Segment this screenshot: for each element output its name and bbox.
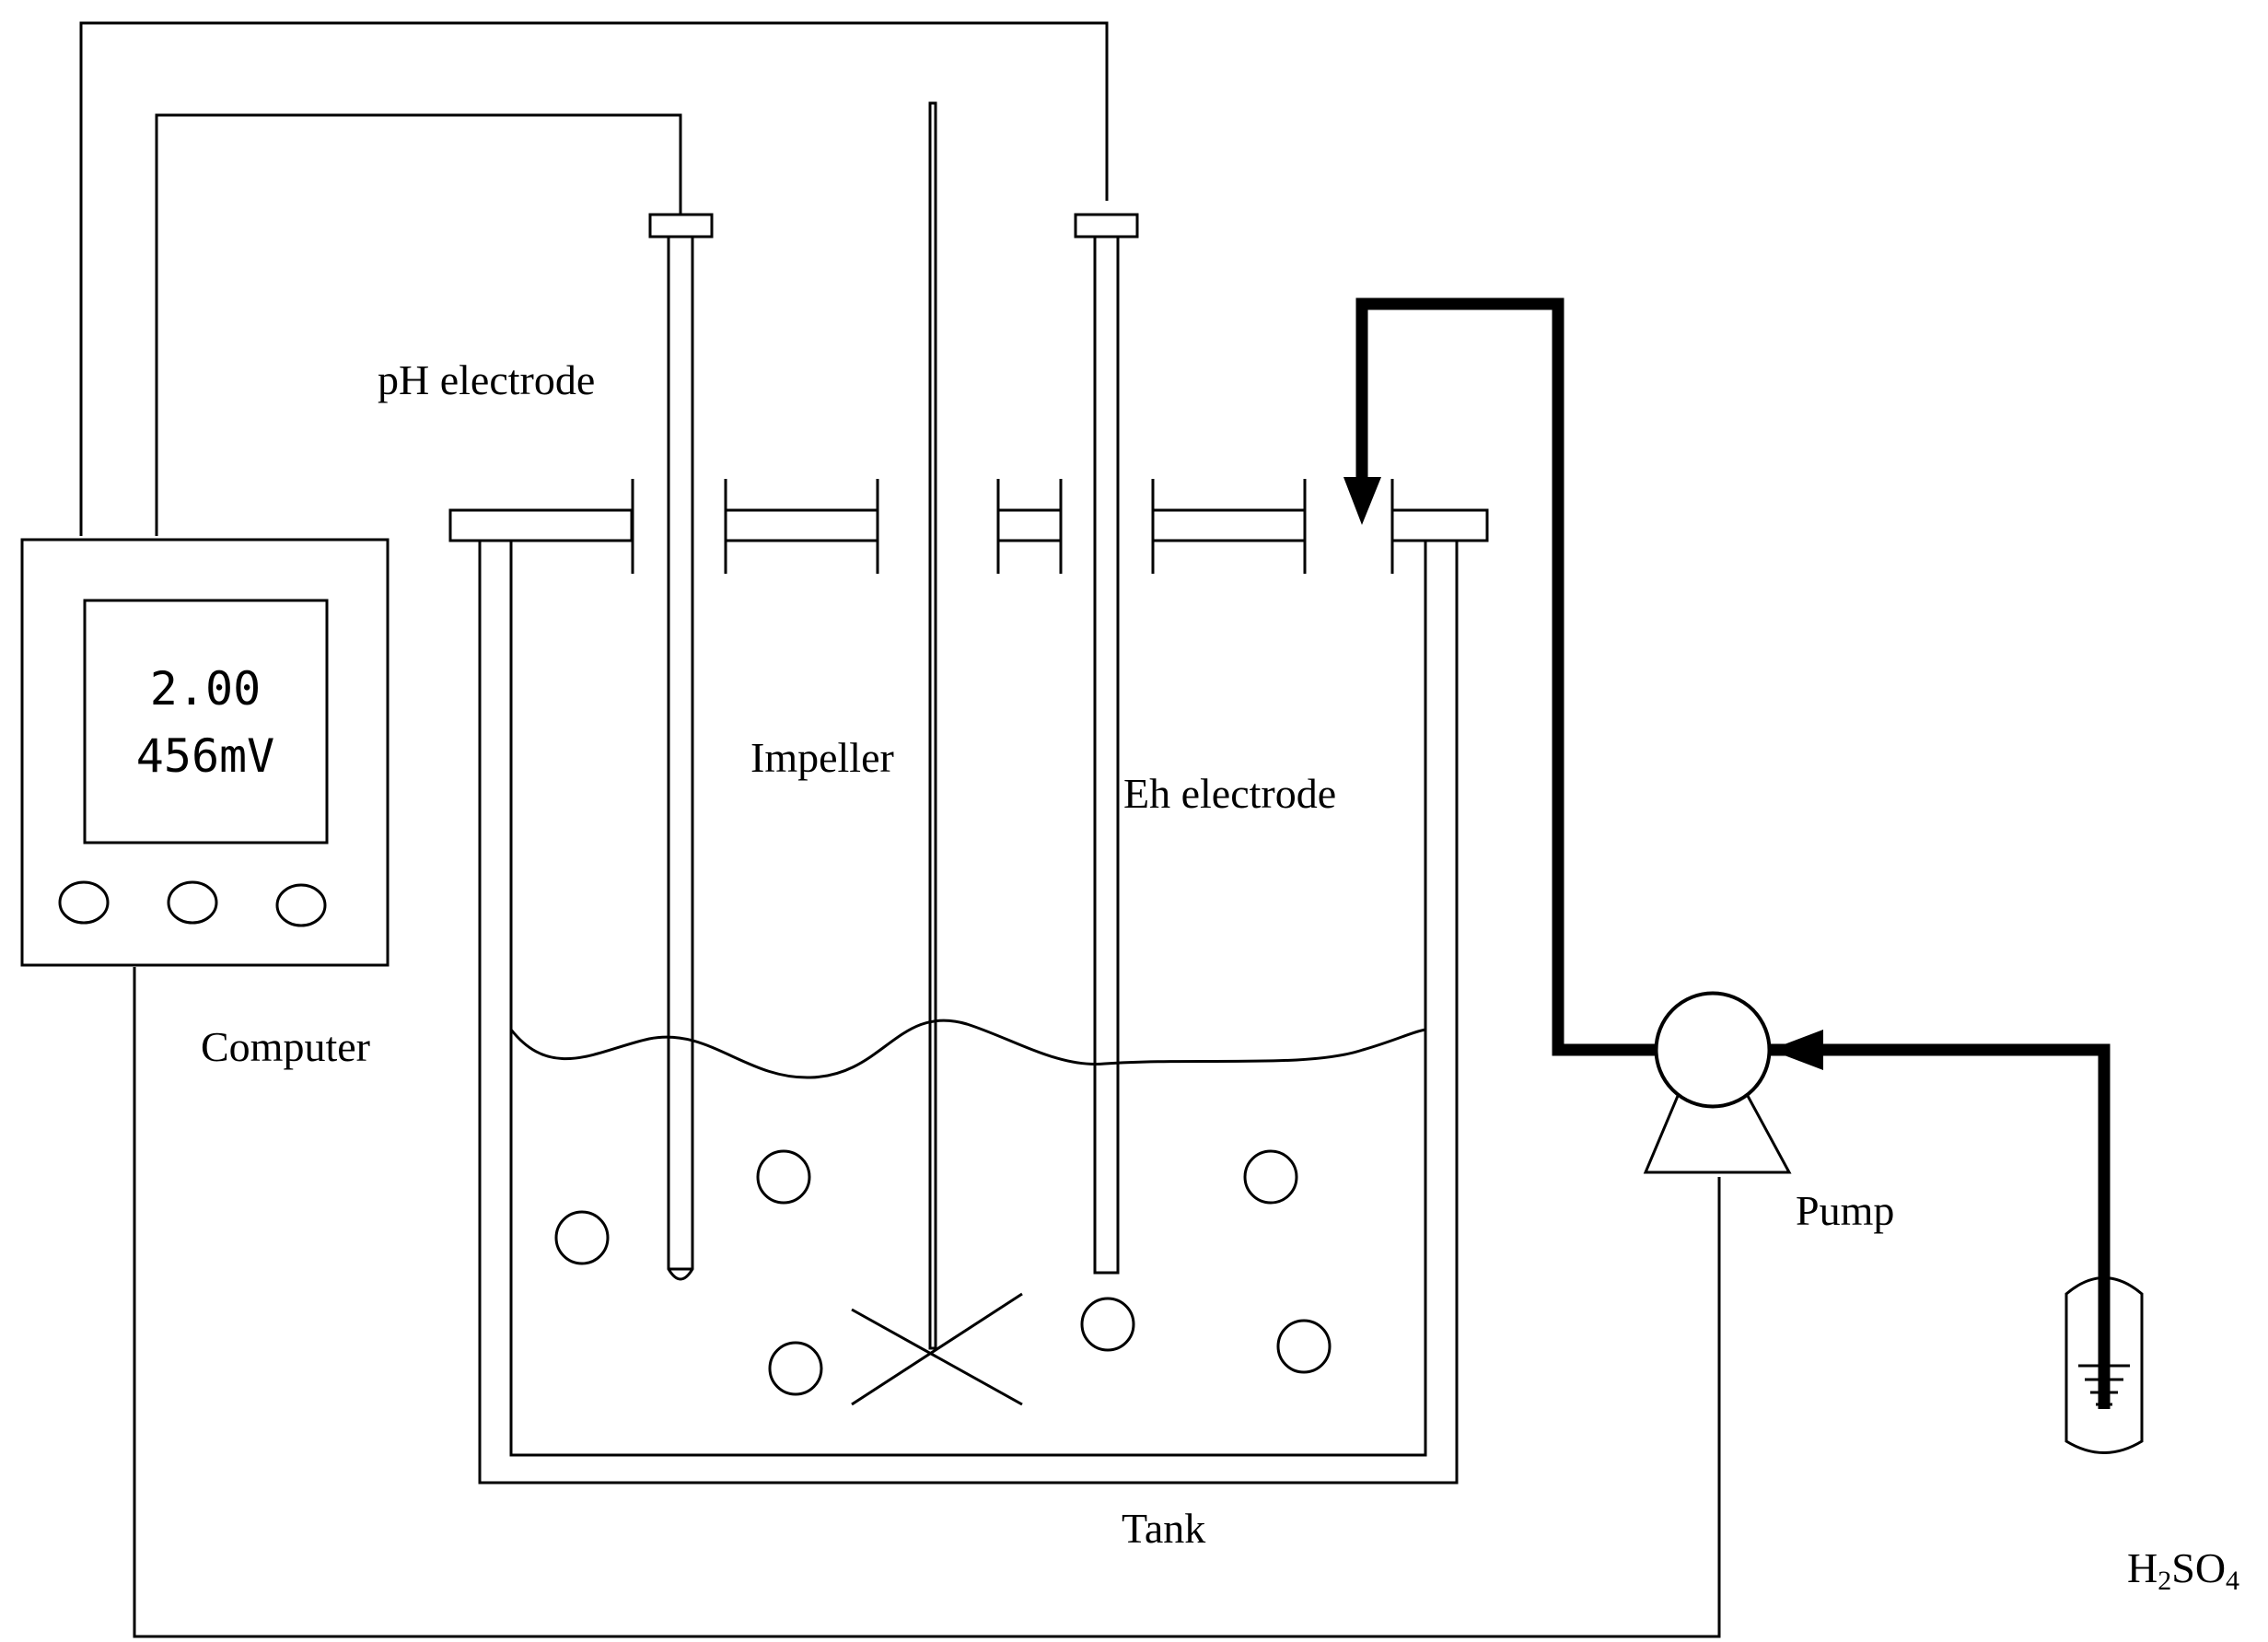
eh-electrode (1074, 213, 1139, 1275)
eh-electrode-label: Eh electrode (1123, 770, 1336, 817)
pump-to-tank-line (1343, 297, 1656, 1056)
computer-button-3[interactable] (275, 883, 327, 927)
computer-screen (83, 599, 329, 844)
bottle-to-pump-line (1770, 1030, 2111, 1409)
pump-label: Pump (1796, 1187, 1894, 1234)
computer-button-2[interactable] (167, 880, 218, 925)
computer-to-pump-wire (133, 967, 1721, 1638)
ph-readout: 2.00 (150, 662, 261, 716)
tank (448, 479, 1489, 1485)
pump (1643, 991, 1792, 1174)
computer-button-1[interactable] (58, 880, 110, 925)
particles (554, 1149, 1332, 1396)
liquid-surface (509, 1019, 1426, 1079)
impeller (851, 101, 1023, 1406)
tank-label: Tank (1122, 1505, 1205, 1552)
left-arrow-icon (1770, 1030, 1823, 1070)
computer (20, 538, 390, 967)
computer-to-ph-wire (155, 113, 682, 536)
eh-readout: 456mV (136, 729, 275, 783)
acid-label: H2SO4 (2127, 1544, 2239, 1596)
acid-bottle (2064, 1276, 2144, 1454)
impeller-label: Impeller (750, 734, 894, 781)
computer-label: Computer (201, 1023, 370, 1070)
ph-electrode (648, 201, 714, 1281)
ph-electrode-label: pH electrode (378, 356, 595, 403)
down-arrow-icon (1343, 477, 1381, 525)
computer-to-eh-wire (79, 21, 1109, 536)
